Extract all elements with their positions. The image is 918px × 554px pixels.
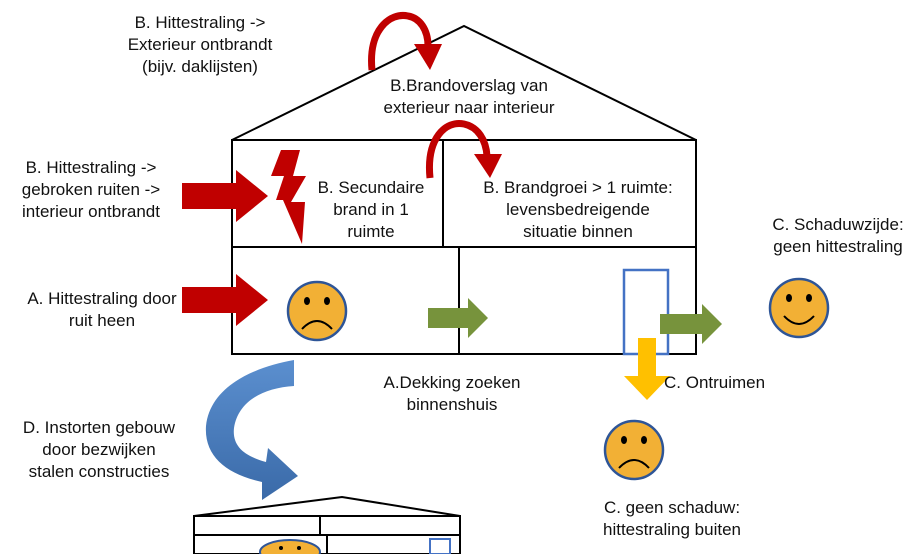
label-b-secondary-fire: B. Secundaire brand in 1 ruimte: [317, 178, 425, 241]
heat-arrow-lower: [182, 274, 268, 326]
label-b-fire-growth: B. Brandgroei > 1 ruimte: levensbedreige…: [483, 178, 673, 241]
curved-arrow-interior: [425, 119, 491, 179]
label-c-evacuate: C. Ontruimen: [664, 373, 766, 392]
collapse-arrow: [205, 360, 298, 500]
label-a-take-cover: A.Dekking zoeken binnenshuis: [383, 373, 521, 414]
label-b-broken-windows: B. Hittestraling -> gebroken ruiten -> i…: [21, 158, 161, 221]
collapsed-building: [193, 495, 461, 554]
label-b-exterior-ignition: B. Hittestraling -> Exterieur ontbrandt …: [127, 13, 273, 76]
heat-arrow-upper: [182, 170, 268, 222]
label-b-fire-spread-interior: B.Brandoverslag van exterieur naar inter…: [383, 76, 555, 117]
label-a-heat-through-window: A. Hittestraling door ruit heen: [27, 289, 177, 330]
curved-arrow-roof: [368, 11, 432, 71]
label-c-no-shadow: C. geen schaduw: hittestraling buiten: [603, 498, 741, 539]
curved-arrow-roof-head: [414, 44, 442, 70]
sad-face-inside: [286, 280, 348, 342]
exit-arrow: [660, 304, 722, 344]
curved-arrow-interior-head: [474, 154, 502, 178]
label-c-shadow-side: C. Schaduwzijde: geen hittestraling: [772, 215, 904, 256]
evacuate-arrow: [624, 338, 670, 400]
roof: [231, 24, 697, 141]
label-d-collapse: D. Instorten gebouw door bezwijken stale…: [22, 418, 176, 481]
happy-face-shade: [768, 277, 830, 339]
shelter-arrow: [428, 298, 488, 338]
sad-face-outside: [603, 419, 665, 481]
lightning-icon: [271, 150, 306, 244]
